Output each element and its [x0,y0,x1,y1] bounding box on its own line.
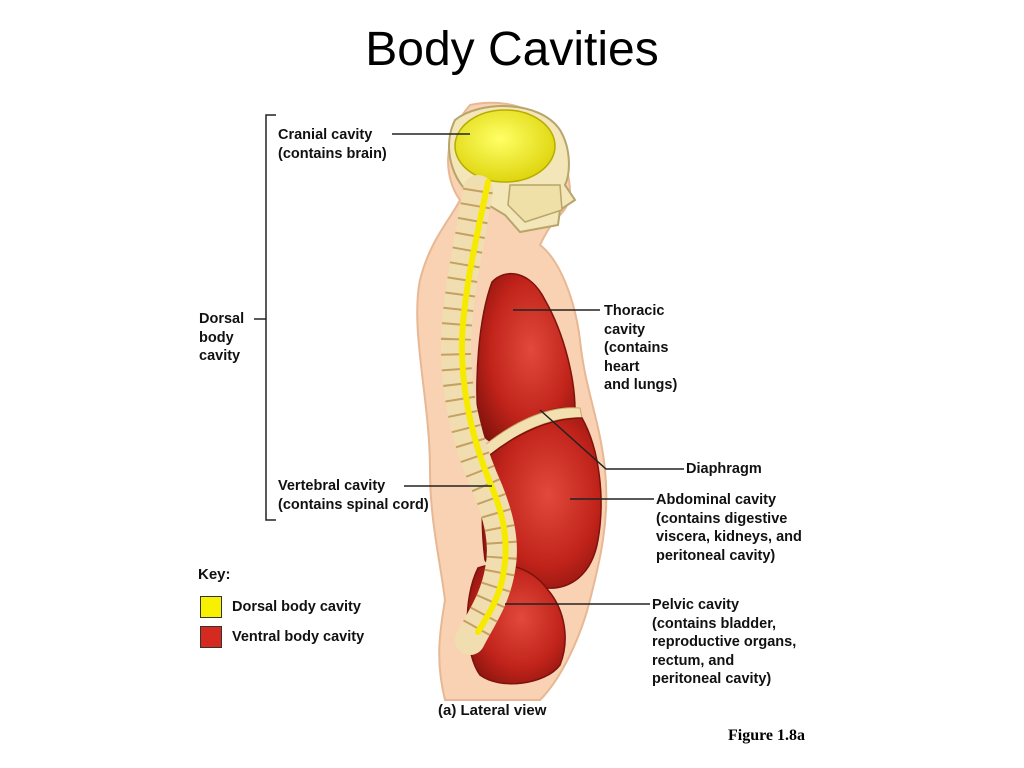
diaphragm-label: Diaphragm [686,461,762,477]
slide-title: Body Cavities [365,23,659,76]
diaphragm-leader [539,409,684,470]
jaw [507,184,563,223]
key-swatch-dorsal [200,596,222,618]
figure-reference: Figure 1.8a [728,727,806,744]
cranial-cavity-label: Cranial cavity (contains brain) [278,127,387,162]
thoracic-cavity-label: Thoracic cavity (contains heart and lung… [604,303,678,393]
key-title: Key: [198,566,231,583]
vertebral-cavity-shape [458,179,509,635]
vertebral-cavity-label: Vertebral cavity (contains spinal cord) [278,478,429,513]
dorsal-bracket [265,114,276,521]
key-label-ventral: Ventral body cavity [232,629,365,645]
abdominal-cavity-label: Abdominal cavity (contains digestive vis… [656,492,802,564]
dorsal-body-cavity-label: Dorsal body cavity [199,311,245,364]
vertebral-segments [440,187,517,647]
key-swatch-ventral [200,626,222,648]
view-caption: (a) Lateral view [438,702,547,719]
pelvic-cavity-label: Pelvic cavity (contains bladder, reprodu… [652,597,797,687]
cranial-cavity-shape [454,109,556,183]
key-label-dorsal: Dorsal body cavity [232,599,361,615]
